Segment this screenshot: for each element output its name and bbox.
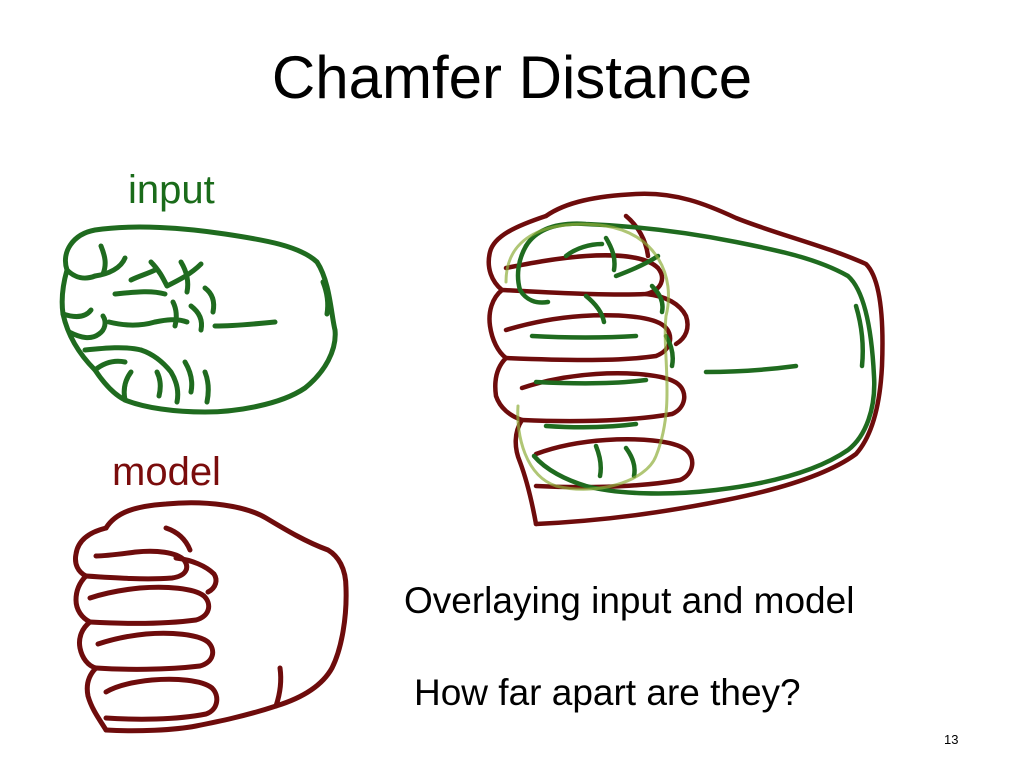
overlay-edge-image [486, 191, 885, 527]
model-label: model [112, 450, 221, 494]
page-number: 13 [944, 732, 959, 747]
question-caption: How far apart are they? [414, 672, 801, 713]
slide-title: Chamfer Distance [271, 44, 753, 111]
model-edge-image [73, 500, 349, 734]
overlay-caption: Overlaying input and model [404, 580, 855, 621]
input-label: input [128, 168, 215, 212]
input-edge-image [59, 224, 338, 415]
